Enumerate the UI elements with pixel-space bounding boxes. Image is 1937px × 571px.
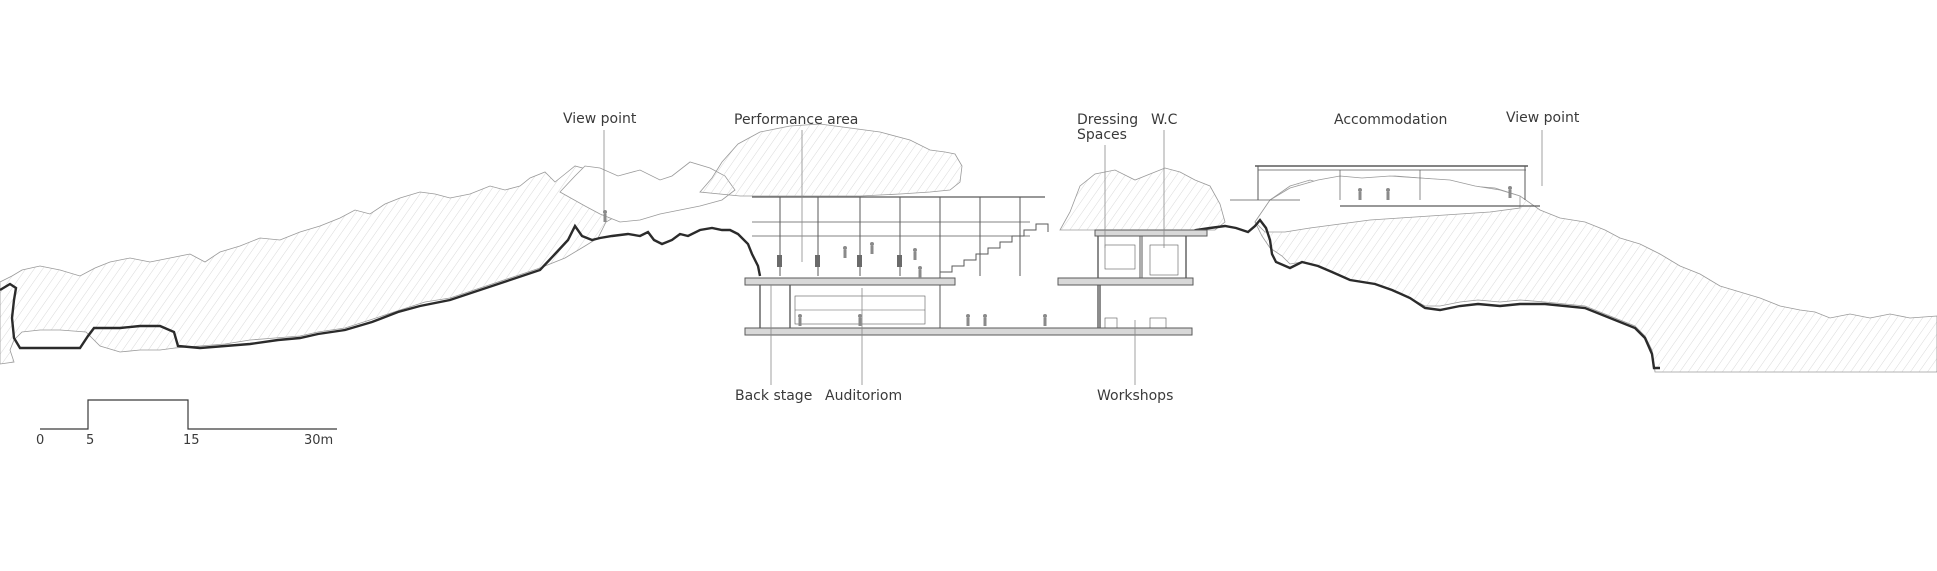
ground-line bbox=[0, 223, 762, 350]
label-workshops: Workshops bbox=[1097, 388, 1174, 404]
scale-tick-30m: 30m bbox=[304, 433, 334, 448]
upper-slab-left bbox=[744, 277, 956, 286]
ground-line-right bbox=[1189, 218, 1660, 370]
label-dressing-line1: Dressing bbox=[1077, 112, 1139, 128]
label-wc: W.C bbox=[1151, 112, 1178, 128]
label-performance-area: Performance area bbox=[734, 112, 859, 128]
scale-bar bbox=[40, 399, 337, 430]
scale-tick-15: 15 bbox=[183, 433, 200, 448]
label-auditorium: Auditoriom bbox=[825, 388, 903, 404]
accommodation-structure bbox=[1230, 165, 1540, 207]
label-view-point-right: View point bbox=[1506, 110, 1580, 126]
label-back-stage: Back stage bbox=[735, 388, 813, 404]
scale-tick-0: 0 bbox=[36, 433, 45, 448]
dressing-block-roof bbox=[1094, 229, 1208, 237]
scale-tick-5: 5 bbox=[86, 433, 95, 448]
stair bbox=[939, 223, 1049, 278]
upper-slab-right bbox=[1057, 277, 1194, 286]
leader-lines bbox=[603, 130, 1543, 385]
people-figures bbox=[603, 186, 1512, 326]
lower-slab bbox=[744, 327, 1193, 336]
label-dressing-line2: Spaces bbox=[1077, 127, 1127, 143]
label-accommodation: Accommodation bbox=[1334, 112, 1448, 128]
rock-mass-right-upper bbox=[1254, 175, 1521, 233]
building-structure bbox=[744, 196, 1208, 336]
boulders-dressing-top bbox=[1059, 167, 1226, 231]
label-view-point-left: View point bbox=[563, 111, 637, 127]
boulders-performance-top bbox=[699, 123, 963, 197]
